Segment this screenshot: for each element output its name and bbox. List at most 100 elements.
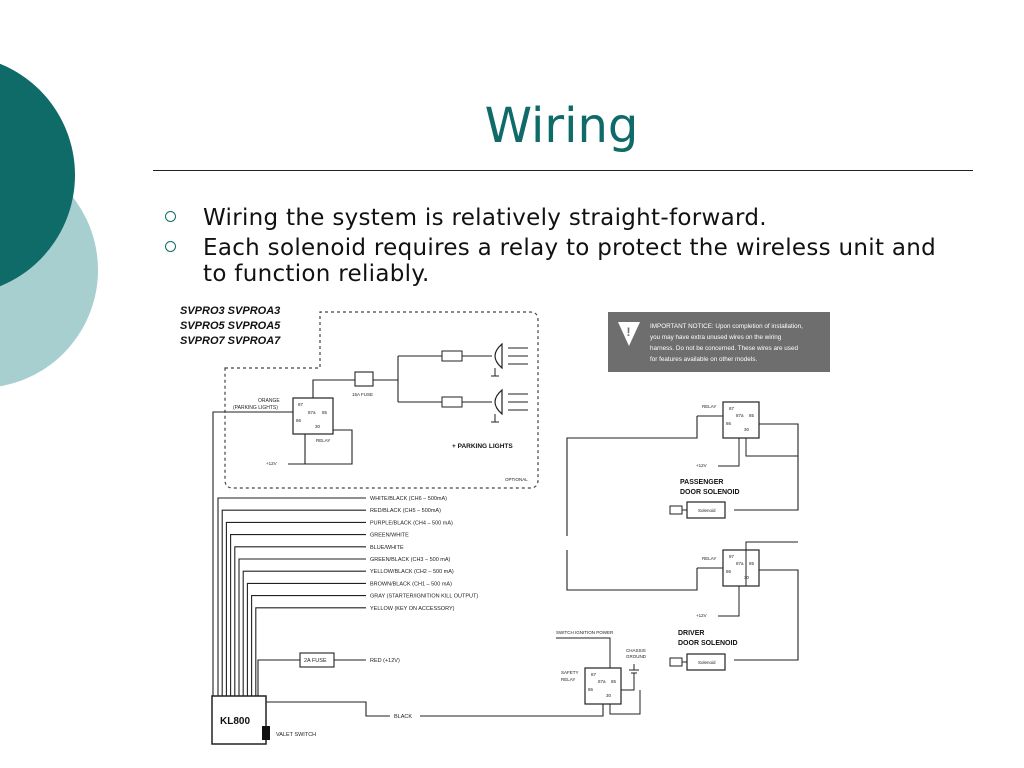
relay-pin-label: 87 <box>298 402 304 407</box>
relay-pin-label: 87 <box>729 554 735 559</box>
fuse-15a <box>354 371 374 387</box>
wire-label: RED (+12V) <box>370 658 400 664</box>
title-divider <box>153 170 973 171</box>
bullet-list: Wiring the system is relatively straight… <box>165 205 965 291</box>
voltage-label: +12V <box>696 613 707 618</box>
passenger-label: DOOR SOLENOID <box>680 489 740 496</box>
relay-pin-label: 87a <box>736 561 744 566</box>
diode-icon <box>441 350 463 362</box>
light-bulb-icon <box>494 388 503 416</box>
relay-pin-label: 86 <box>726 421 732 426</box>
driver-label: DOOR SOLENOID <box>678 640 738 647</box>
notice-text: for features available on other models. <box>650 356 757 363</box>
harness-wire <box>221 509 366 696</box>
wire-label: YELLOW (KEY ON ACCESSORY) <box>370 606 455 612</box>
important-notice-box <box>608 312 878 372</box>
bullet-text: Wiring the system is relatively straight… <box>203 205 767 231</box>
bullet-text: Each solenoid requires a relay to protec… <box>203 235 937 287</box>
bullet-item: Each solenoid requires a relay to protec… <box>165 235 965 287</box>
model-label: SVPRO3 SVPROA3 <box>180 305 280 317</box>
bullet-item: Wiring the system is relatively straight… <box>165 205 965 231</box>
bullet-circle-icon <box>165 241 176 252</box>
kl800-unit <box>211 695 267 745</box>
chassis-label: GROUND <box>626 654 647 659</box>
warning-icon <box>618 322 640 346</box>
relay-label: RELAY <box>702 404 716 409</box>
relay-pin-label: 86 <box>296 418 302 423</box>
light-bulb-icon <box>494 342 503 370</box>
relay-pin-label: 85 <box>322 410 328 415</box>
passenger-label: PASSENGER <box>680 479 723 486</box>
relay-label: RELAY <box>316 438 330 443</box>
relay-pin-label: 85 <box>749 561 755 566</box>
driver-relay <box>722 549 760 587</box>
wire-label: GRAY (STARTER/IGNITION KILL OUTPUT) <box>370 594 478 600</box>
optional-label: OPTIONAL <box>505 477 528 482</box>
relay-pin-label: 30 <box>315 424 321 429</box>
harness-wire <box>242 570 366 696</box>
voltage-label: +12V <box>266 461 277 466</box>
relay-pin-label: 86 <box>726 569 732 574</box>
solenoid-label: Solenoid <box>698 508 716 513</box>
relay-pin-label: 87 <box>729 406 735 411</box>
relay-pin-label: 30 <box>744 575 750 580</box>
harness-wire <box>225 521 366 696</box>
dark-teal-circle <box>0 63 75 287</box>
wire-label: WHITE/BLACK (CH6 – 500mA) <box>370 496 447 502</box>
safety-relay <box>584 667 622 705</box>
safety-relay-label: RELAY <box>561 677 575 682</box>
harness-wire <box>251 595 366 696</box>
relay-pin-label: 87 <box>591 672 597 677</box>
relay-pin-label: 87a <box>308 410 316 415</box>
fuse-label: 2A FUSE <box>304 658 327 664</box>
unit-label: KL800 <box>220 716 250 727</box>
harness-wire <box>217 497 366 696</box>
wire-label: ORANGE <box>258 398 280 404</box>
wire-label: BLUE/WHITE <box>370 545 404 551</box>
wire-label: RED/BLACK (CH5 – 500mA) <box>370 508 441 514</box>
model-label: SVPRO7 SVPROA7 <box>180 335 281 347</box>
wire-label: (PARKING LIGHTS) <box>233 405 278 411</box>
bullet-circle-icon <box>165 211 176 222</box>
harness-wire <box>238 558 366 696</box>
wire-label: PURPLE/BLACK (CH4 – 500 mA) <box>370 520 453 526</box>
relay-label: RELAY <box>702 556 716 561</box>
wire-label: GREEN/BLACK (CH3 – 500 mA) <box>370 557 451 563</box>
parking-relay <box>292 397 334 435</box>
notice-text: you may have extra unused wires on the w… <box>650 334 782 341</box>
wire-label: BROWN/BLACK (CH1 – 500 mA) <box>370 581 452 587</box>
solenoid-label: Solenoid <box>698 660 716 665</box>
plunger-icon <box>669 657 683 667</box>
svg-text:!: ! <box>627 325 631 339</box>
wire-label: GREEN/WHITE <box>370 533 409 539</box>
plunger-icon <box>669 505 683 515</box>
harness-wire <box>246 582 366 696</box>
harness-wire <box>230 534 366 696</box>
wiring-diagram-svg: SVPRO3 SVPROA3 SVPRO5 SVPROA5 SVPRO7 SVP… <box>180 305 878 745</box>
model-label: SVPRO5 SVPROA5 <box>180 320 281 332</box>
relay-pin-label: 30 <box>606 693 612 698</box>
relay-pin-label: 85 <box>749 413 755 418</box>
relay-pin-label: 85 <box>611 679 617 684</box>
switch-power-label: SWITCH IGNITION POWER <box>556 630 614 635</box>
relay-pin-label: 86 <box>588 687 594 692</box>
fuse-label: 15A FUSE <box>352 392 373 397</box>
parking-lights-label: + PARKING LIGHTS <box>452 443 513 450</box>
decorative-circles <box>0 0 120 420</box>
voltage-label: +12V <box>696 463 707 468</box>
valet-switch-icon <box>262 726 270 740</box>
notice-text: IMPORTANT NOTICE: Upon completion of ins… <box>650 323 803 330</box>
passenger-relay <box>722 401 760 439</box>
chassis-label: CHASSIS <box>626 648 646 653</box>
diode-icon <box>441 396 463 408</box>
wire-label: YELLOW/BLACK (CH2 – 500 mA) <box>370 569 454 575</box>
relay-pin-label: 30 <box>744 427 750 432</box>
wire-label: BLACK <box>394 714 412 720</box>
relay-pin-label: 87a <box>598 679 606 684</box>
relay-pin-label: 87a <box>736 413 744 418</box>
harness-wire <box>255 607 366 696</box>
notice-text: harness. Do not be concerned. These wire… <box>650 345 798 352</box>
safety-relay-label: SAFETY <box>561 670 579 675</box>
valet-label: VALET SWITCH <box>276 732 316 738</box>
wiring-diagram: SVPRO3 SVPROA3 SVPRO5 SVPROA5 SVPRO7 SVP… <box>170 298 878 758</box>
